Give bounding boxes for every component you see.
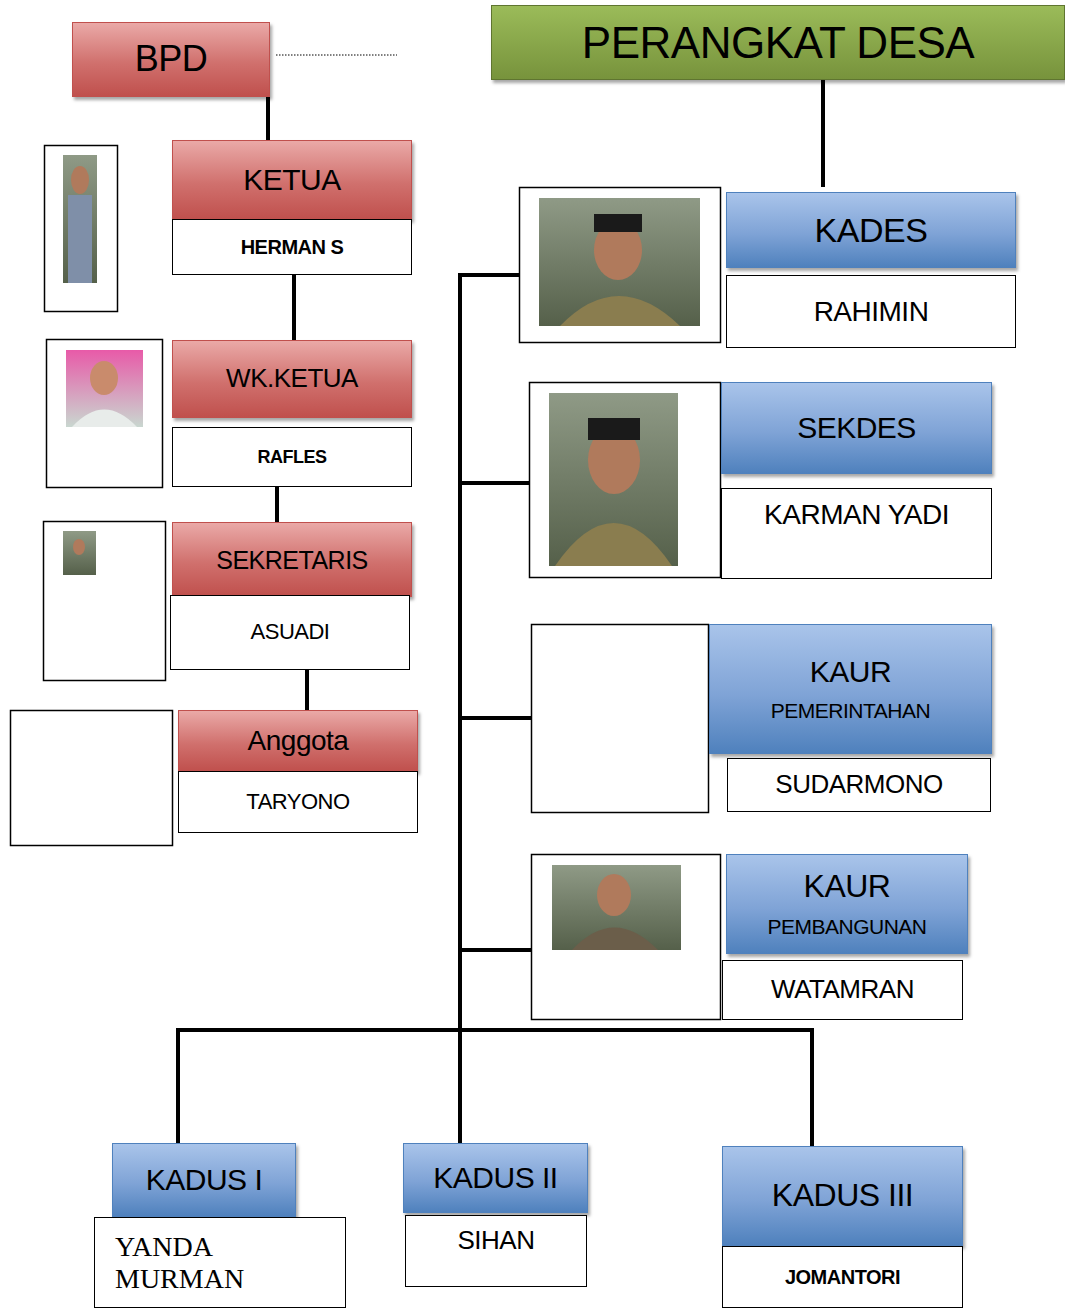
photo (560, 296, 680, 326)
org-node: KADUS III JOMANTORI (722, 1146, 963, 1308)
name-box: YANDA MURMAN (94, 1217, 346, 1308)
name-box: RAHIMIN (726, 275, 1016, 348)
org-node: SEKRETARIS ASUADI (170, 522, 412, 670)
connector-line (275, 487, 279, 522)
photo (73, 539, 85, 555)
photo-frame (520, 188, 721, 343)
role-box: BPD (72, 22, 270, 97)
person-name: RAFLES (258, 447, 327, 467)
name-box: SIHAN (405, 1215, 587, 1287)
photo-frame (44, 522, 166, 681)
role-title: WK.KETUA (226, 364, 358, 393)
name-box: KARMAN YADI (721, 488, 992, 579)
connector-line (292, 275, 296, 340)
name-box: TARYONO (178, 771, 418, 833)
role-box: KADUS III (722, 1146, 963, 1246)
role-title: SEKDES (797, 411, 916, 445)
role-title: KADES (815, 211, 928, 249)
connector-line (460, 275, 531, 718)
connector-line (460, 275, 529, 483)
name-box: ASUADI (170, 595, 410, 670)
org-node: KAUR PEMBANGUNAN WATAMRAN (531, 854, 968, 1020)
person-name: ASUADI (251, 620, 330, 645)
role-box: KAUR PEMERINTAHAN (709, 624, 992, 754)
person-name: JOMANTORI (785, 1266, 900, 1288)
photo-frame (530, 383, 721, 578)
role-title: BPD (135, 39, 208, 79)
connector-line (266, 97, 270, 140)
photo (71, 166, 89, 194)
photo-frame (45, 146, 118, 312)
photo (552, 865, 681, 950)
connector-line (460, 275, 519, 1143)
photo-frame (11, 711, 173, 846)
person-name: HERMAN S (241, 236, 344, 258)
connector-line (460, 275, 531, 950)
photo (68, 195, 92, 283)
org-node: AnggotaTARYONO (178, 710, 418, 833)
role-title: SEKRETARIS (216, 546, 368, 574)
photo (555, 523, 672, 566)
photo (66, 350, 143, 427)
photo (63, 531, 96, 575)
org-node: KADUS I YANDA MURMAN (94, 1143, 346, 1308)
photo (594, 214, 642, 232)
connector-line (305, 670, 309, 710)
dotted-line (276, 55, 397, 56)
org-node: WK.KETUA RAFLES (172, 340, 412, 487)
role-title: PERANGKAT DESA (582, 18, 974, 67)
org-node: KADUS II SIHAN (403, 1143, 588, 1287)
role-box: KADES (726, 192, 1016, 268)
photo (63, 155, 97, 283)
role-title: KADUS III (772, 1178, 913, 1214)
org-node: KAUR PEMERINTAHAN SUDARMONO (531, 624, 992, 813)
role-box: KADUS I (112, 1143, 296, 1217)
photo (588, 418, 640, 440)
role-title: KADUS II (433, 1161, 557, 1195)
org-node: BPD (72, 22, 270, 97)
role-box: KAUR PEMBANGUNAN (726, 854, 968, 954)
role-box: KADUS II (403, 1143, 588, 1213)
name-box: JOMANTORI (722, 1246, 963, 1308)
person-name: SUDARMONO (775, 770, 942, 799)
name-box: WATAMRAN (722, 960, 963, 1020)
person-name: TARYONO (246, 790, 349, 815)
photo-frame (532, 625, 709, 813)
person-name: KARMAN YADI (764, 499, 949, 530)
photo (72, 410, 137, 428)
role-box: Anggota (178, 710, 418, 772)
photo (90, 361, 118, 395)
name-box: HERMAN S (172, 219, 412, 275)
role-title: KAUR (804, 869, 891, 905)
org-node: PERANGKAT DESA (491, 5, 1065, 80)
photo-frame (47, 340, 163, 488)
role-box: PERANGKAT DESA (491, 5, 1065, 80)
role-title: PEMBANGUNAN (767, 915, 926, 939)
person-name: SIHAN (458, 1226, 535, 1255)
photo-frame (532, 855, 721, 1020)
photo (572, 928, 658, 951)
photo (539, 198, 700, 326)
person-name: WATAMRAN (771, 975, 914, 1004)
role-title: KETUA (243, 163, 341, 197)
role-box: KETUA (172, 140, 412, 220)
org-node: KETUA HERMAN S (172, 140, 412, 275)
role-title: KADUS I (146, 1163, 263, 1197)
photo (549, 393, 678, 566)
photo (597, 874, 631, 916)
role-box: SEKDES (721, 382, 992, 474)
role-box: WK.KETUA (172, 340, 412, 418)
role-title: KAUR (810, 655, 891, 689)
role-title: PEMERINTAHAN (771, 699, 930, 723)
name-box: RAFLES (172, 427, 412, 487)
org-node: KADES RAHIMIN (519, 187, 1017, 348)
person-name: RAHIMIN (814, 296, 929, 327)
role-box: SEKRETARIS (172, 522, 412, 597)
person-name: YANDA MURMAN (115, 1231, 345, 1294)
org-node: SEKDES KARMAN YADI (529, 382, 992, 579)
role-title: Anggota (248, 725, 349, 756)
name-box: SUDARMONO (727, 758, 991, 812)
connector-line (821, 80, 825, 187)
